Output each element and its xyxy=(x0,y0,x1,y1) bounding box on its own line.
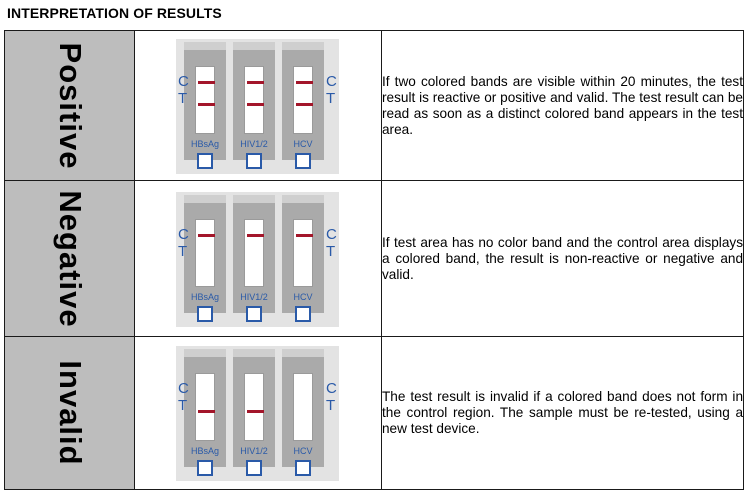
result-window xyxy=(244,373,264,441)
test-strip xyxy=(282,195,324,313)
control-label: C xyxy=(326,73,337,90)
test-name: HCV xyxy=(293,139,313,149)
control-band xyxy=(198,81,215,84)
test-band xyxy=(296,103,313,106)
test-label: T xyxy=(326,243,336,260)
sample-well-icon xyxy=(295,460,311,476)
control-band xyxy=(247,81,264,84)
test-band xyxy=(198,410,215,413)
test-name: HCV xyxy=(293,446,313,456)
sample-well-icon xyxy=(246,460,262,476)
test-name: HIV1/2 xyxy=(240,292,268,302)
test-strip xyxy=(233,349,275,467)
sample-well-icon xyxy=(197,306,213,322)
sample-well-icon xyxy=(197,460,213,476)
sample-well-icon xyxy=(295,153,311,169)
test-strip xyxy=(184,349,226,467)
test-label: T xyxy=(326,90,336,107)
test-band xyxy=(247,410,264,413)
test-strip xyxy=(282,42,324,160)
test-name: HIV1/2 xyxy=(240,139,268,149)
test-label: T xyxy=(178,397,188,414)
control-band xyxy=(296,234,313,237)
test-name: HCV xyxy=(293,292,313,302)
test-band xyxy=(247,103,264,106)
test-strip xyxy=(233,42,275,160)
result-window xyxy=(244,219,264,287)
result-label: Negative xyxy=(52,189,88,328)
control-label: C xyxy=(326,380,337,397)
control-label: C xyxy=(178,226,189,243)
result-window xyxy=(293,219,313,287)
control-label: C xyxy=(326,226,337,243)
test-strip xyxy=(184,195,226,313)
test-strip xyxy=(233,195,275,313)
test-name: HBsAg xyxy=(190,139,219,149)
result-window xyxy=(244,66,264,134)
test-band xyxy=(198,103,215,106)
result-window xyxy=(195,219,215,287)
result-description: If two colored bands are visible within … xyxy=(381,30,744,181)
control-band xyxy=(198,234,215,237)
test-name: HBsAg xyxy=(190,446,219,456)
sample-well-icon xyxy=(295,306,311,322)
result-window xyxy=(293,373,313,441)
result-window xyxy=(195,66,215,134)
test-label: T xyxy=(178,90,188,107)
sample-well-icon xyxy=(246,306,262,322)
result-label-cell: Negative xyxy=(4,180,135,337)
result-label-cell: Invalid xyxy=(4,336,135,490)
test-strip xyxy=(282,349,324,467)
result-description: If test area has no color band and the c… xyxy=(381,180,744,337)
result-label-cell: Positive xyxy=(4,30,135,181)
test-strip xyxy=(184,42,226,160)
result-window xyxy=(195,373,215,441)
test-label: T xyxy=(178,243,188,260)
section-title: INTERPRETATION OF RESULTS xyxy=(7,5,222,21)
control-band xyxy=(247,234,264,237)
result-label: Positive xyxy=(52,42,88,169)
control-label: C xyxy=(178,380,189,397)
control-band xyxy=(296,81,313,84)
test-name: HBsAg xyxy=(190,292,219,302)
result-description: The test result is invalid if a colored … xyxy=(381,336,744,490)
result-window xyxy=(293,66,313,134)
sample-well-icon xyxy=(197,153,213,169)
result-label: Invalid xyxy=(52,360,88,466)
sample-well-icon xyxy=(246,153,262,169)
control-label: C xyxy=(178,73,189,90)
test-name: HIV1/2 xyxy=(240,446,268,456)
test-label: T xyxy=(326,397,336,414)
